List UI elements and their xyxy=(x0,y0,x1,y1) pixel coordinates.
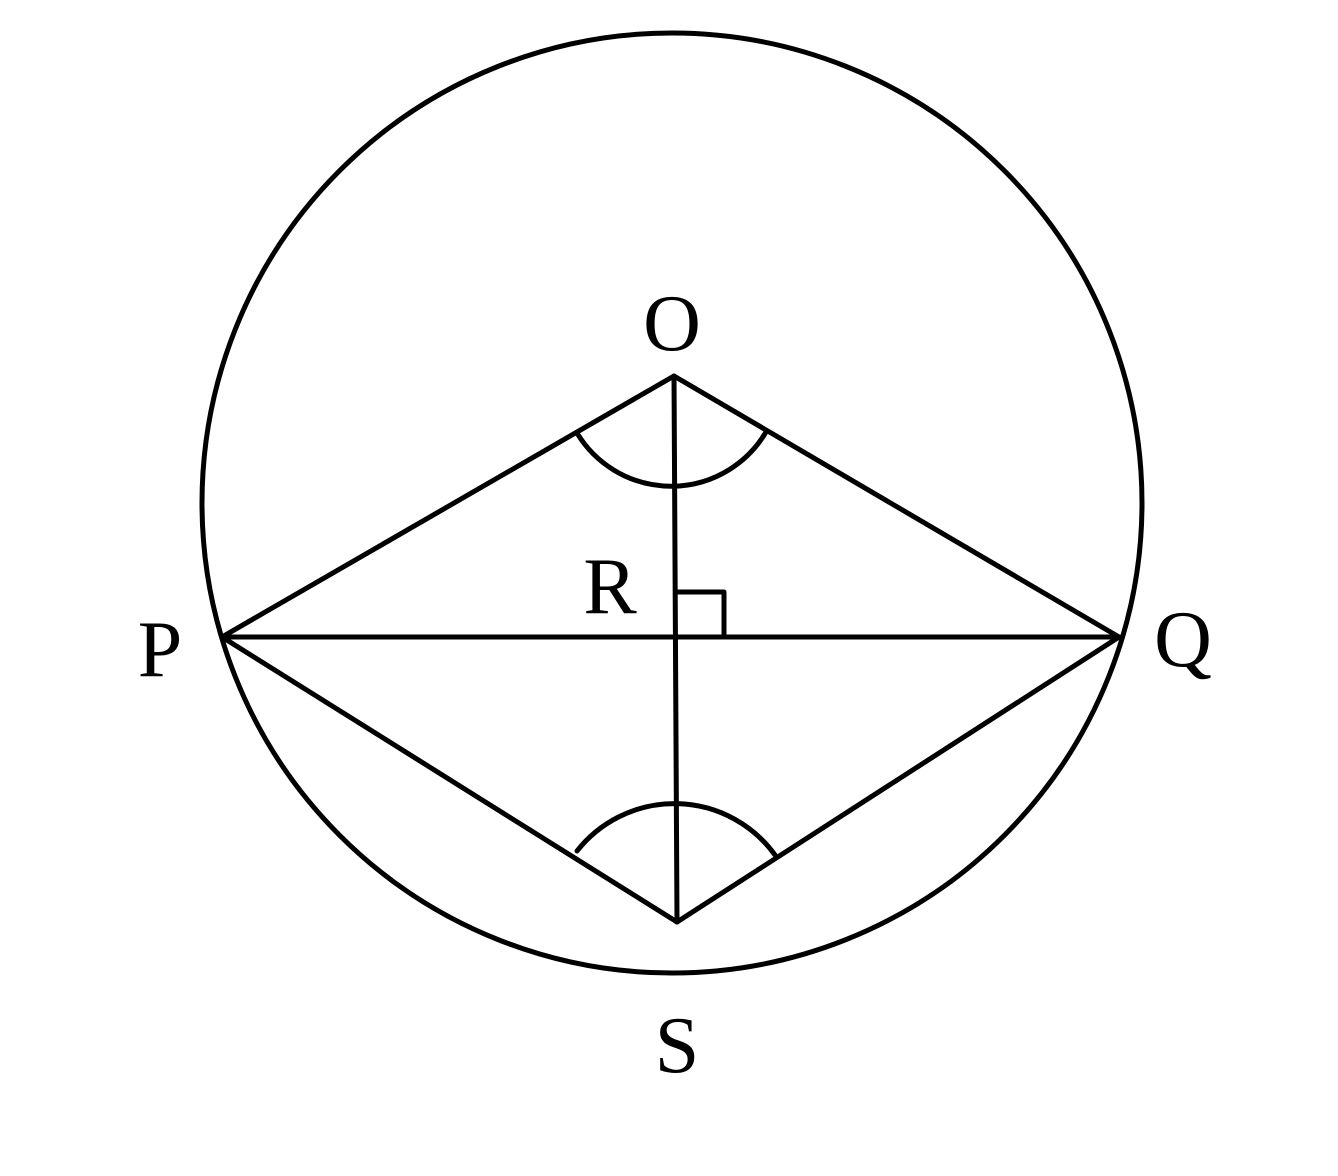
angle-arc-s xyxy=(574,801,778,858)
label-s: S xyxy=(655,1002,700,1090)
circle xyxy=(199,30,1145,976)
segment-ps xyxy=(219,634,680,925)
label-r: R xyxy=(583,543,637,631)
label-q: Q xyxy=(1154,596,1212,684)
segment-op xyxy=(219,373,677,640)
right-angle-marker xyxy=(673,589,727,640)
segment-os xyxy=(671,373,680,925)
segment-qs xyxy=(674,634,1122,925)
label-p: P xyxy=(138,606,183,694)
label-o: O xyxy=(643,280,701,368)
segment-oq xyxy=(671,373,1122,640)
angle-arc-o xyxy=(574,429,769,489)
